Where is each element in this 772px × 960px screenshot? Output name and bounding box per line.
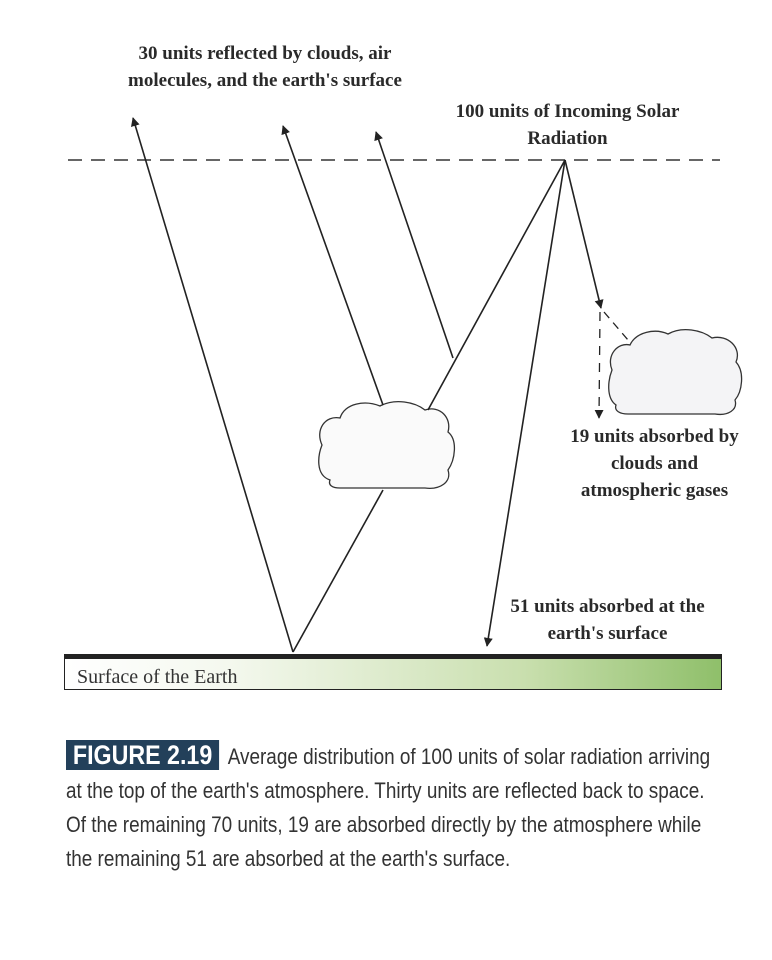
ray-to-left-cloud [427,159,566,411]
label-reflected: 30 units reflected by clouds, air molecu… [128,43,402,91]
ray-cloud-to-surface [292,489,384,653]
ray-atmosphere-dashed-down [594,311,604,419]
ray-atmosphere-dashed-cloud [603,311,629,341]
reflected-from-air [374,131,454,359]
reflected-from-surface [131,117,294,653]
label-absorbed-atmosphere: 19 units absorbed by clouds and atmosphe… [570,426,739,501]
cloud-left [318,400,456,489]
label-incoming: 100 units of Incoming Solar Radiation [455,101,680,149]
reflected-from-cloud [281,125,384,406]
cloud-right [608,328,743,416]
earth-surface-bar: Surface of the Earth [64,654,722,690]
surface-label: Surface of the Earth [77,666,238,688]
ray-absorbed-surface [483,159,566,647]
label-absorbed-surface: 51 units absorbed at the earth's surface [510,596,705,644]
caption-text: Average distribution of 100 units of sol… [66,744,711,871]
ray-to-atmosphere [564,159,604,309]
figure-label: FIGURE 2.19 [66,740,220,770]
